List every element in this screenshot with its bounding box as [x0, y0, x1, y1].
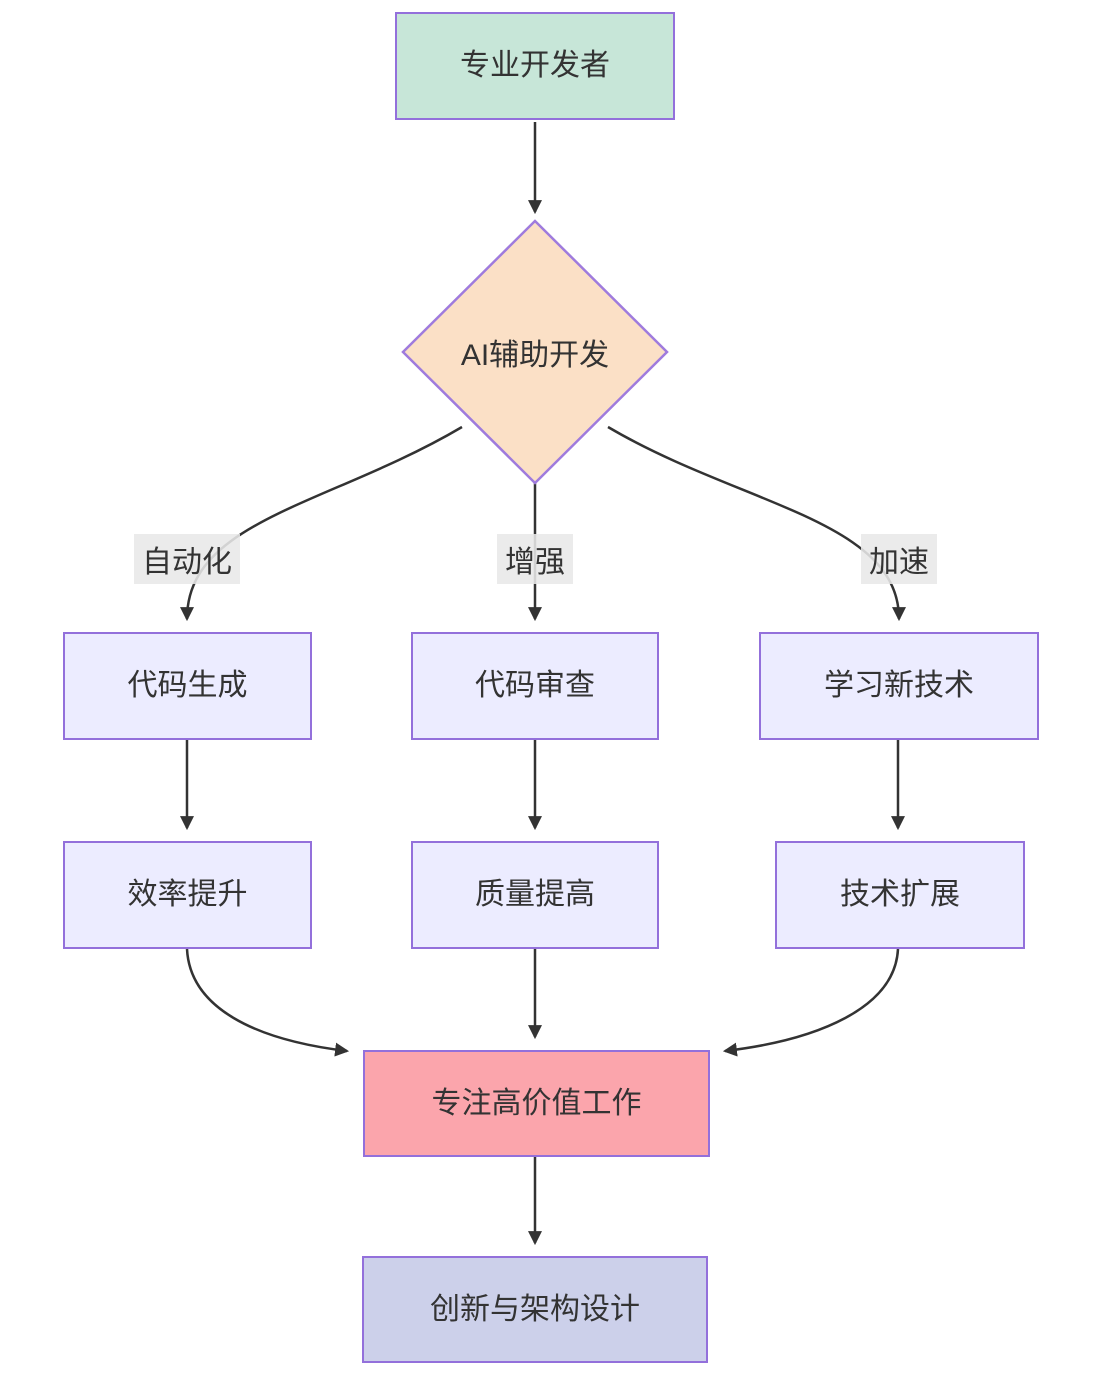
node-quality-improvement: 质量提高 [411, 841, 659, 949]
node-tech-expansion: 技术扩展 [775, 841, 1025, 949]
edge-label-acceleration: 加速 [861, 534, 937, 584]
node-ai-assisted-development: AI辅助开发 [460, 339, 610, 372]
edge-decision-to-learn-new-tech [607, 425, 906, 622]
edge-tech-expansion-to-high-value [722, 948, 900, 1057]
node-professional-developer: 专业开发者 [395, 12, 675, 120]
node-high-value-work: 专注高价值工作 [363, 1050, 710, 1157]
edge-label-automation: 自动化 [134, 534, 240, 584]
node-innovation-architecture: 创新与架构设计 [362, 1256, 708, 1363]
node-efficiency-boost: 效率提升 [63, 841, 312, 949]
node-code-generation: 代码生成 [63, 632, 312, 740]
node-code-review: 代码审查 [411, 632, 659, 740]
node-learn-new-tech: 学习新技术 [759, 632, 1039, 740]
edge-label-enhancement: 增强 [497, 534, 573, 584]
decision-diamond-shape [401, 219, 669, 485]
edge-decision-to-code-generation [180, 425, 463, 622]
edge-efficiency-to-high-value [185, 948, 350, 1057]
